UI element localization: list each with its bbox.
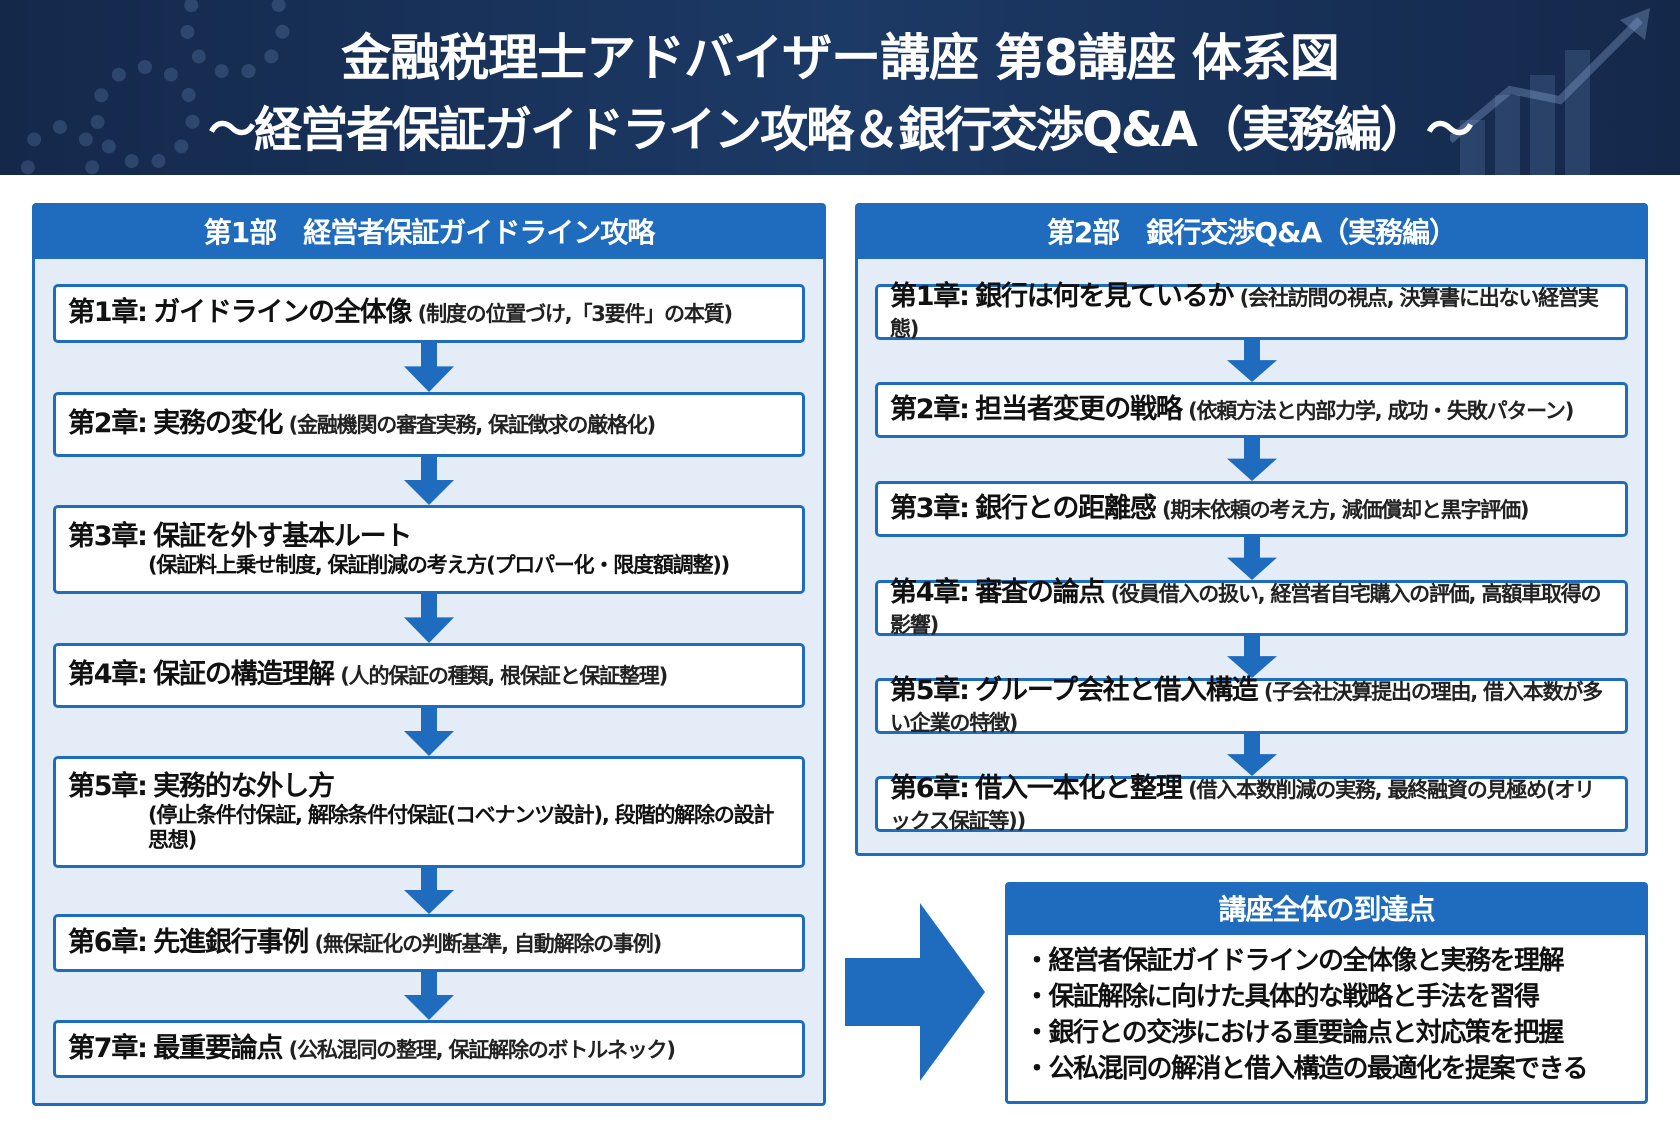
chapter-detail: (金融機関の審査実務, 保証徴求の厳格化) xyxy=(288,413,656,438)
chapter-label: 第3章: xyxy=(68,520,148,552)
chapter-title: 審査の論点 xyxy=(975,577,1105,609)
big-right-arrow-icon xyxy=(845,903,985,1081)
chapter-box: 第3章: 銀行との距離感 (期末依頼の考え方, 減価償却と黒字評価) xyxy=(875,481,1628,537)
chapter-box: 第7章: 最重要論点 (公私混同の整理, 保証解除のボトルネック) xyxy=(53,1020,805,1078)
chapter-title: 実務的な外し方 xyxy=(153,770,335,802)
chapter-detail: (停止条件付保証, 解除条件付保証(コベナンツ設計), 段階的解除の設計思想) xyxy=(148,803,774,853)
chapter-title: 最重要論点 xyxy=(153,1032,283,1064)
chapter-title: 銀行との距離感 xyxy=(975,492,1157,524)
chapter-label: 第5章: xyxy=(890,675,970,707)
chapter-box: 第2章: 担当者変更の戦略 (依頼方法と内部力学, 成功・失敗パターン) xyxy=(875,382,1628,438)
part2-heading: 第2部 銀行交渉Q&A（実務編） xyxy=(858,206,1645,259)
chapter-detail: (借入本数削減の実務, 最終融資の見極め(オリックス保証等)) xyxy=(890,778,1595,833)
chapter-label: 第3章: xyxy=(890,492,970,524)
chapter-label: 第4章: xyxy=(68,659,148,691)
page-subtitle: ～経営者保証ガイドライン攻略＆銀行交渉Q&A（実務編）～ xyxy=(208,102,1474,158)
chapter-detail: (期末依頼の考え方, 減価償却と黒字評価) xyxy=(1162,497,1529,522)
chapter-title: 銀行は何を見ているか xyxy=(975,281,1234,313)
summary-heading: 講座全体の到達点 xyxy=(1008,885,1645,935)
chapter-label: 第1章: xyxy=(890,281,970,313)
part1-heading: 第1部 経営者保証ガイドライン攻略 xyxy=(35,206,823,259)
chapter-label: 第1章: xyxy=(68,297,148,329)
summary-panel: 講座全体の到達点 ・経営者保証ガイドラインの全体像と実務を理解 ・保証解除に向け… xyxy=(1005,882,1648,1104)
chapter-detail: (役員借入の扱い, 経営者自宅購入の評価, 高額車取得の影響) xyxy=(890,582,1601,637)
chapter-label: 第6章: xyxy=(890,773,970,805)
chapter-title: ガイドラインの全体像 xyxy=(153,297,412,329)
down-arrow-icon xyxy=(404,868,454,914)
down-arrow-icon xyxy=(1226,537,1277,580)
chapter-box: 第2章: 実務の変化 (金融機関の審査実務, 保証徴求の厳格化) xyxy=(53,392,805,457)
chapter-label: 第5章: xyxy=(68,770,148,802)
chapter-label: 第4章: xyxy=(890,577,970,609)
growth-chart-icon xyxy=(1450,8,1650,175)
chapter-title: 実務の変化 xyxy=(153,408,283,440)
chapter-label: 第2章: xyxy=(890,393,970,425)
chapter-box: 第5章: グループ会社と借入構造 (子会社決算提出の理由, 借入本数が多い企業の… xyxy=(875,675,1628,735)
summary-item: ・経営者保証ガイドラインの全体像と実務を理解 xyxy=(1024,946,1565,976)
chapter-title: 先進銀行事例 xyxy=(153,926,309,958)
chapter-box: 第6章: 借入一本化と整理 (借入本数削減の実務, 最終融資の見極め(オリックス… xyxy=(875,773,1628,833)
chapter-title: 保証を外す基本ルート xyxy=(153,520,412,552)
chapter-box: 第1章: 銀行は何を見ているか (会社訪問の視点, 決算書に出ない経営実態) xyxy=(875,281,1628,341)
chapter-title: 担当者変更の戦略 xyxy=(975,393,1183,425)
chapter-detail: (公私混同の整理, 保証解除のボトルネック) xyxy=(288,1037,676,1062)
chapter-title: 保証の構造理解 xyxy=(153,659,335,691)
down-arrow-icon xyxy=(404,972,454,1020)
chapter-detail: (無保証化の判断基準, 自動解除の事例) xyxy=(314,931,662,956)
down-arrow-icon xyxy=(1226,438,1277,481)
down-arrow-icon xyxy=(404,708,454,756)
chapter-box: 第1章: ガイドラインの全体像 (制度の位置づけ,「3要件」の本質) xyxy=(53,284,805,343)
chapter-detail: (会社訪問の視点, 決算書に出ない経営実態) xyxy=(890,286,1599,341)
chapter-label: 第7章: xyxy=(68,1032,148,1064)
down-arrow-icon xyxy=(1226,636,1277,678)
chapter-title: 借入一本化と整理 xyxy=(975,773,1183,805)
chapter-box: 第6章: 先進銀行事例 (無保証化の判断基準, 自動解除の事例) xyxy=(53,914,805,972)
chapter-title: グループ会社と借入構造 xyxy=(975,675,1258,707)
page-title: 金融税理士アドバイザー講座 第8講座 体系図 xyxy=(341,29,1340,87)
summary-item: ・銀行との交渉における重要論点と対応策を把握 xyxy=(1024,1018,1564,1048)
chapter-label: 第6章: xyxy=(68,926,148,958)
chapter-box: 第4章: 保証の構造理解 (人的保証の種類, 根保証と保証整理) xyxy=(53,643,805,708)
chapter-detail: (子会社決算提出の理由, 借入本数が多い企業の特徴) xyxy=(890,680,1603,735)
header-banner: 金融税理士アドバイザー講座 第8講座 体系図 ～経営者保証ガイドライン攻略＆銀行… xyxy=(0,0,1680,175)
down-arrow-icon xyxy=(404,594,454,643)
summary-item: ・保証解除に向けた具体的な戦略と手法を習得 xyxy=(1024,982,1540,1012)
chapter-detail: (人的保証の種類, 根保証と保証整理) xyxy=(340,664,668,689)
summary-item: ・公私混同の解消と借入構造の最適化を提案できる xyxy=(1024,1054,1588,1084)
chapter-box: 第5章: 実務的な外し方(停止条件付保証, 解除条件付保証(コベナンツ設計), … xyxy=(53,756,805,868)
chapter-box: 第4章: 審査の論点 (役員借入の扱い, 経営者自宅購入の評価, 高額車取得の影… xyxy=(875,577,1628,637)
down-arrow-icon xyxy=(404,343,454,392)
chapter-detail: (保証料上乗せ制度, 保証削減の考え方(プロパー化・限度額調整)) xyxy=(148,553,730,578)
down-arrow-icon xyxy=(1226,340,1277,382)
down-arrow-icon xyxy=(1226,734,1277,776)
chapter-detail: (制度の位置づけ,「3要件」の本質) xyxy=(417,302,733,327)
down-arrow-icon xyxy=(404,457,454,505)
chapter-label: 第2章: xyxy=(68,408,148,440)
chapter-box: 第3章: 保証を外す基本ルート(保証料上乗せ制度, 保証削減の考え方(プロパー化… xyxy=(53,505,805,594)
chapter-detail: (依頼方法と内部力学, 成功・失敗パターン) xyxy=(1188,398,1574,423)
